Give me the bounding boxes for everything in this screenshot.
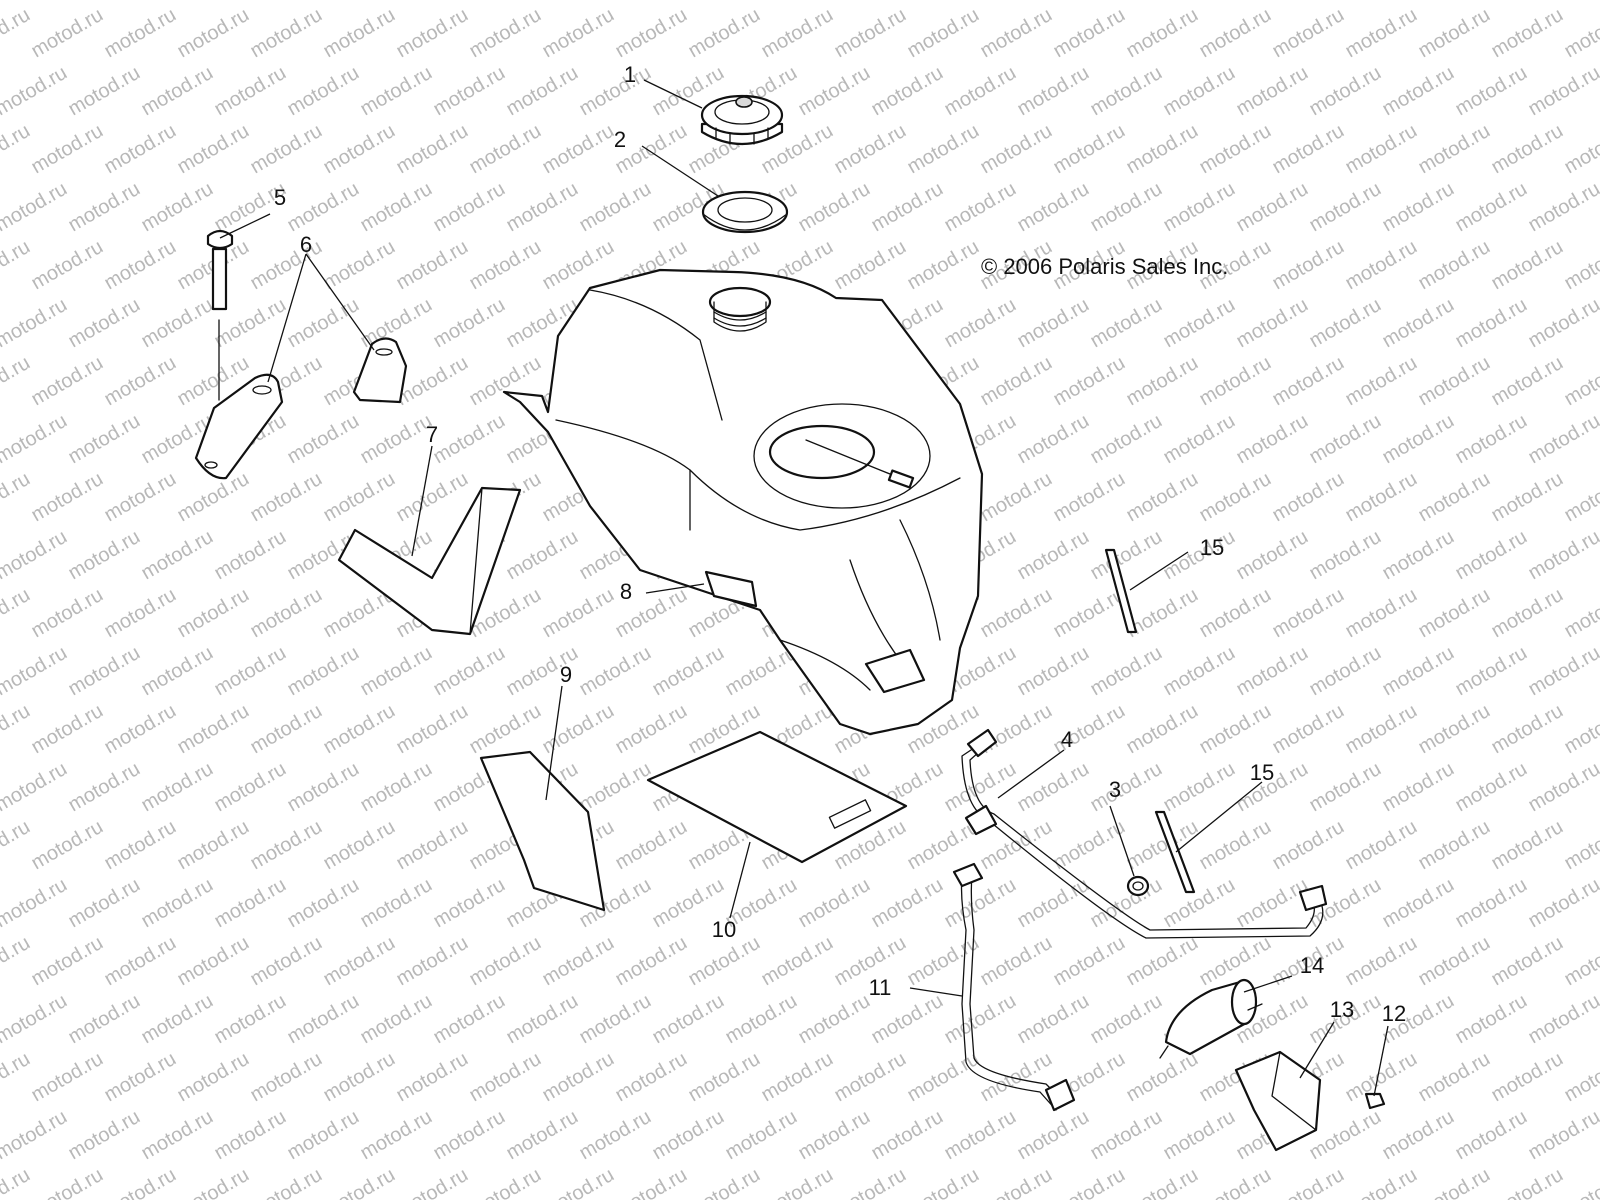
- callout-11: 11: [868, 975, 892, 1000]
- bolt: [206, 229, 234, 401]
- callout-15-upper: 15: [1199, 535, 1225, 560]
- callout-4: 4: [1060, 727, 1074, 752]
- grommet: [1126, 875, 1150, 897]
- callout-12: 12: [1381, 1001, 1407, 1026]
- fuel-line: [961, 728, 1328, 939]
- filter-bracket: [1234, 1050, 1322, 1152]
- fuel-line-2: [952, 862, 1076, 1112]
- callout-5: 5: [273, 185, 287, 210]
- callout-9: 9: [559, 662, 573, 687]
- tank-brackets: [194, 337, 408, 480]
- gasket-ring: [701, 190, 789, 234]
- callout-1: 1: [623, 62, 637, 87]
- callout-3: 3: [1108, 777, 1122, 802]
- callout-8: 8: [619, 579, 633, 604]
- callout-13: 13: [1329, 997, 1355, 1022]
- callout-2: 2: [613, 127, 627, 152]
- l-pad: [337, 486, 522, 636]
- screw: [1364, 1092, 1386, 1110]
- copyright-notice: © 2006 Polaris Sales Inc.: [981, 254, 1229, 279]
- cable-ties: [1104, 548, 1196, 894]
- callout-14: 14: [1299, 953, 1325, 978]
- fuel-cap: [700, 94, 784, 146]
- callout-7: 7: [425, 422, 439, 447]
- fuel-filter: [1159, 978, 1263, 1059]
- side-pad: [479, 750, 606, 912]
- fuel-tank: [502, 268, 984, 736]
- leader-lines: [219, 79, 1389, 1097]
- callout-15-lower: 15: [1249, 760, 1275, 785]
- callout-10: 10: [711, 917, 737, 942]
- callout-6: 6: [299, 232, 313, 257]
- base-pad: [646, 730, 908, 864]
